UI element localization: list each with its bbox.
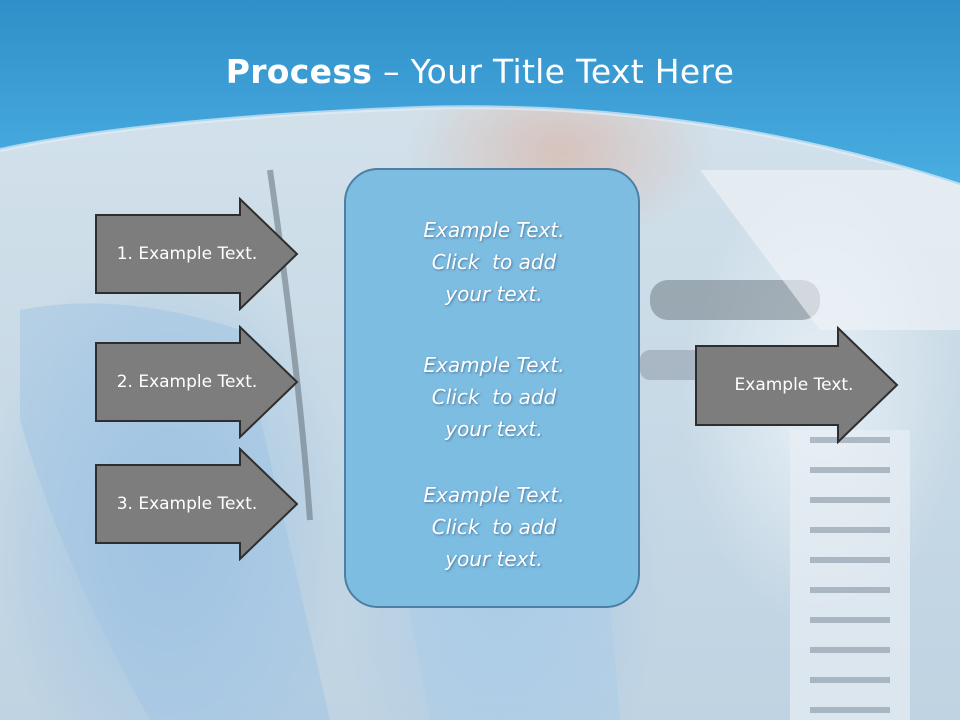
process-step-label: 2. Example Text. <box>116 372 258 392</box>
block-line: your text. <box>445 417 543 441</box>
title-bold: Process <box>225 52 373 91</box>
block-line: your text. <box>445 282 543 306</box>
block-line: Example Text. <box>423 483 565 507</box>
result-label: Example Text. <box>734 375 854 395</box>
block-line: Click to add <box>431 250 557 274</box>
process-step-arrow-3[interactable]: 3. Example Text. <box>94 447 300 561</box>
process-step-label: 3. Example Text. <box>116 494 258 514</box>
center-text-block-1: Example Text. Click to add your text. <box>346 214 642 310</box>
header-band <box>0 0 960 190</box>
block-line: Example Text. <box>423 218 565 242</box>
arrow-right-icon <box>695 326 899 444</box>
arrow-right-icon <box>95 197 299 311</box>
process-step-arrow-1[interactable]: 1. Example Text. <box>94 197 300 311</box>
process-step-arrow-2[interactable]: 2. Example Text. <box>94 325 300 439</box>
block-line: your text. <box>445 547 543 571</box>
slide-title[interactable]: Process – Your Title Text Here <box>0 52 960 91</box>
arrow-right-icon <box>95 447 299 561</box>
title-rest: – Your Title Text Here <box>372 52 735 91</box>
block-line: Click to add <box>431 515 557 539</box>
center-text-block-3: Example Text. Click to add your text. <box>346 479 642 575</box>
process-step-label: 1. Example Text. <box>116 244 258 264</box>
block-line: Click to add <box>431 385 557 409</box>
arrow-right-icon <box>95 325 299 439</box>
block-line: Example Text. <box>423 353 565 377</box>
center-text-box[interactable]: Example Text. Click to add your text. Ex… <box>344 168 640 608</box>
result-arrow[interactable]: Example Text. <box>694 326 900 444</box>
center-text-block-2: Example Text. Click to add your text. <box>346 349 642 445</box>
